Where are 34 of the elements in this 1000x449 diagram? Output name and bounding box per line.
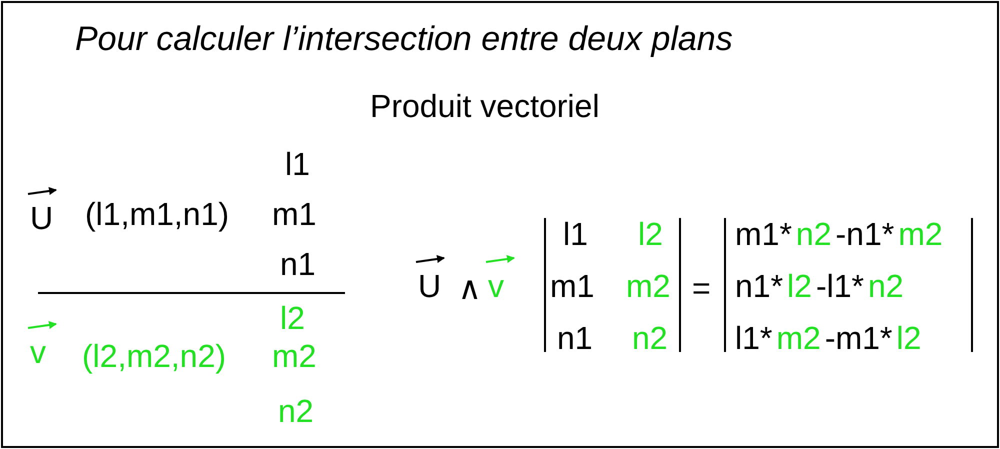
title: Pour calculer l’intersection entre deux plans xyxy=(75,22,733,56)
coordinate-list: (l1,m1,n1) xyxy=(85,198,230,230)
matrix-entry: m1 xyxy=(550,270,594,302)
result-term: l2 xyxy=(787,270,812,302)
vector-symbol: U xyxy=(30,202,54,234)
result-term: -m1* xyxy=(824,322,892,354)
subtitle: Produit vectoriel xyxy=(370,90,600,122)
matrix-entry: l1 xyxy=(563,218,588,250)
operator: ∧ xyxy=(458,272,481,304)
operator: = xyxy=(692,272,711,304)
result-term: -n1* xyxy=(836,218,894,250)
coordinate-entry: l2 xyxy=(280,302,305,334)
coordinate-entry: n1 xyxy=(280,248,316,280)
result-term: m2 xyxy=(898,218,943,250)
result-term: -l1* xyxy=(816,270,864,302)
coordinate-list: (l2,m2,n2) xyxy=(82,340,226,372)
coordinate-entry: n2 xyxy=(278,395,314,427)
matrix-entry: n2 xyxy=(632,322,668,354)
coordinate-entry: m1 xyxy=(272,198,316,230)
result-term: l1* xyxy=(735,322,772,354)
result-term: n2 xyxy=(868,270,904,302)
result-term: n1* xyxy=(735,270,784,302)
matrix-entry: m2 xyxy=(626,270,670,302)
result-term: l2 xyxy=(896,322,922,354)
result-term: m1* xyxy=(735,218,792,250)
result-term: m2 xyxy=(776,322,821,354)
matrix-entry: n1 xyxy=(557,322,593,354)
matrix-entry: l2 xyxy=(638,218,663,250)
vector-symbol: v xyxy=(30,336,46,368)
vector-symbol: v xyxy=(488,270,504,302)
coordinate-entry: m2 xyxy=(272,340,316,372)
result-term: n2 xyxy=(796,218,832,250)
coordinate-entry: l1 xyxy=(285,148,310,180)
vector-symbol: U xyxy=(418,270,442,302)
